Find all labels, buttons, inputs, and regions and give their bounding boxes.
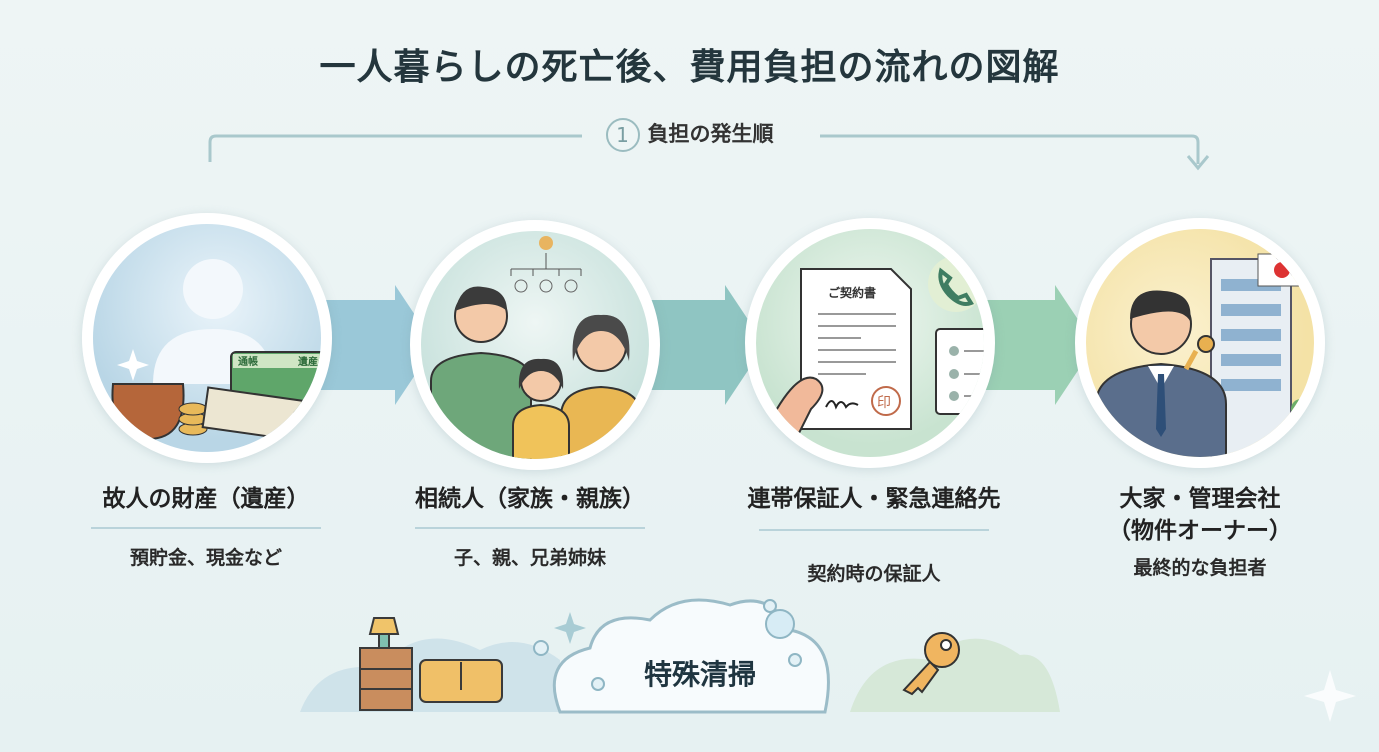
step-1-label: 故人の財産（遺産） 預貯金、現金など [56, 483, 356, 570]
tree-icon [1291, 399, 1311, 437]
order-heading: 1 負担の発生順 [0, 118, 1379, 152]
hand-icon [756, 376, 824, 457]
banknotes-icon [201, 386, 304, 442]
arrow-down-icon [1186, 155, 1210, 171]
bankbook-label: 通帳 [238, 355, 258, 368]
divider [759, 529, 989, 531]
order-label: 負担の発生順 [647, 122, 774, 146]
step-description: 契約時の保証人 [807, 563, 941, 585]
family-tree-icon [510, 236, 582, 293]
step-2-label: 相続人（家族・親族） 子、親、兄弟姉妹 [380, 483, 680, 570]
bankbook-label: 遺産 [297, 355, 318, 368]
purse-icon [111, 383, 185, 441]
step-heading: 故人の財産（遺産） [102, 486, 310, 512]
special-cleaning-label: 特殊清掃 [643, 658, 756, 691]
contract-document-icon: ご契約書 印 [800, 268, 912, 430]
child-figure [512, 358, 570, 459]
divider [91, 527, 321, 529]
dresser-icon [359, 617, 413, 711]
key-icon [902, 632, 960, 696]
sparkle-icon [554, 612, 586, 644]
step-description: 子、親、兄弟姉妹 [453, 547, 606, 569]
japan-flag-icon [1257, 253, 1307, 287]
cloud-shape [552, 598, 830, 714]
flow-arrow-3 [965, 285, 1095, 405]
step-3-label: 連帯保証人・緊急連絡先 契約時の保証人 [724, 483, 1024, 586]
estate-illustration: 通帳 遺産 [82, 213, 332, 463]
step-heading-sub: （物件オーナー） [1108, 518, 1292, 544]
cleaning-illustration [300, 598, 1356, 722]
contact-list-icon [935, 328, 984, 415]
key-icon [1183, 335, 1215, 371]
person-silhouette-icon [183, 259, 243, 319]
step-heading: 連帯保証人・緊急連絡先 [747, 486, 1001, 512]
step-heading: 大家・管理会社 [1119, 486, 1281, 512]
guarantor-illustration: ご契約書 印 [745, 218, 995, 468]
seal-stamp: 印 [877, 395, 891, 411]
sofa-icon [419, 659, 503, 703]
step-heading: 相続人（家族・親族） [415, 486, 645, 512]
page-title: 一人暮らしの死亡後、費用負担の流れの図解 [319, 47, 1060, 88]
document-title: ご契約書 [828, 285, 876, 300]
landlord-illustration [1075, 218, 1325, 468]
step-description: 預貯金、現金など [129, 547, 282, 569]
manager-figure [1095, 290, 1227, 457]
check-icon [981, 405, 984, 423]
father-figure [430, 286, 532, 459]
phone-icon [928, 256, 984, 312]
flow-arrow-1 [300, 285, 435, 405]
step-4-label: 大家・管理会社 （物件オーナー） 最終的な負担者 [1050, 483, 1350, 580]
heirs-illustration [410, 220, 660, 470]
coins-icon [178, 402, 208, 436]
divider [415, 527, 645, 529]
step-number-badge: 1 [605, 118, 640, 152]
flow-arrow-2 [635, 285, 765, 405]
mother-figure [560, 314, 642, 459]
step-description: 最終的な負担者 [1133, 557, 1267, 579]
